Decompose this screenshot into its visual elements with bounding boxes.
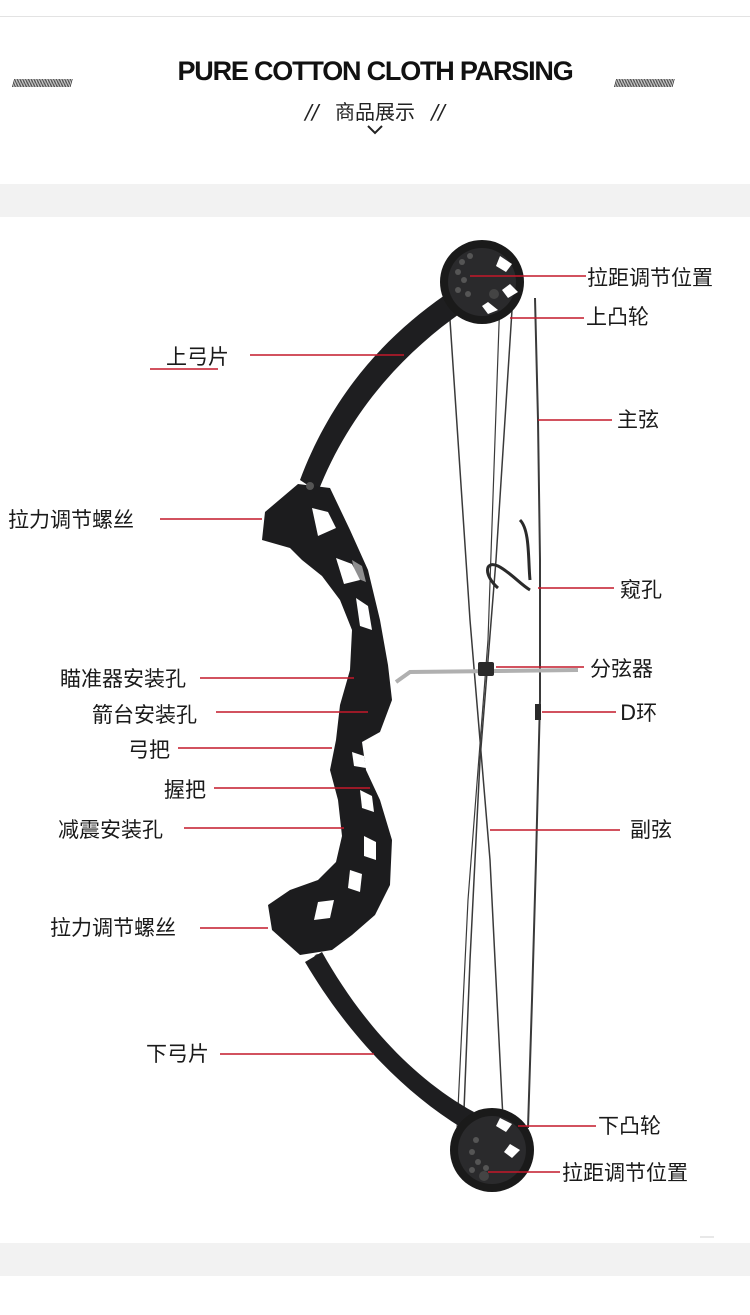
label-lower-limb: 下弓片 bbox=[146, 1042, 209, 1066]
label-d-loop: D环 bbox=[620, 701, 658, 725]
riser-cutouts bbox=[312, 508, 376, 920]
label-main-string: 主弦 bbox=[617, 408, 659, 432]
label-splitter: 分弦器 bbox=[590, 657, 653, 681]
riser bbox=[262, 484, 392, 955]
label-upper-limb: 上弓片 bbox=[166, 345, 229, 369]
top-divider bbox=[0, 16, 750, 17]
label-lower-cam: 下凸轮 bbox=[598, 1114, 661, 1138]
label-pull-screw-top: 拉力调节螺丝 bbox=[8, 508, 134, 532]
subtitle: 商品展示 bbox=[335, 100, 415, 124]
leader-lines bbox=[150, 275, 620, 1173]
faint-mark bbox=[700, 1236, 714, 1238]
label-peep: 窥孔 bbox=[620, 578, 662, 602]
lower-cam bbox=[450, 1108, 534, 1192]
subtitle-slash-left: // bbox=[305, 100, 319, 124]
label-secondary-string: 副弦 bbox=[630, 818, 672, 842]
lower-limb bbox=[305, 952, 474, 1128]
label-pull-screw-bottom: 拉力调节螺丝 bbox=[50, 916, 176, 940]
strings bbox=[447, 289, 541, 1161]
top-band bbox=[0, 184, 750, 217]
label-upper-cam: 上凸轮 bbox=[586, 305, 649, 329]
upper-cam bbox=[440, 240, 524, 324]
left-decoration: ////////////////////////////////////// bbox=[12, 78, 73, 90]
label-rest-hole: 箭台安装孔 bbox=[92, 703, 197, 727]
label-draw-length-top: 拉距调节位置 bbox=[587, 266, 713, 290]
right-decoration: ////////////////////////////////////// bbox=[614, 78, 675, 90]
pivot-top bbox=[306, 482, 314, 490]
subtitle-slash-right: // bbox=[431, 100, 445, 124]
chevron-down-icon bbox=[367, 125, 383, 135]
label-riser: 弓把 bbox=[128, 738, 170, 762]
subtitle-row: // 商品展示 // bbox=[0, 96, 750, 125]
label-draw-length-bottom: 拉距调节位置 bbox=[562, 1161, 688, 1185]
bottom-band bbox=[0, 1243, 750, 1276]
label-sight-hole: 瞄准器安装孔 bbox=[60, 667, 186, 691]
page-title: PURE COTTON CLOTH PARSING bbox=[177, 56, 573, 86]
peep-tube bbox=[486, 518, 532, 592]
upper-limb bbox=[300, 295, 462, 492]
d-loop bbox=[535, 704, 541, 720]
label-grip: 握把 bbox=[164, 778, 206, 802]
arrow-rest bbox=[394, 662, 579, 684]
label-damper-hole: 减震安装孔 bbox=[58, 818, 163, 842]
